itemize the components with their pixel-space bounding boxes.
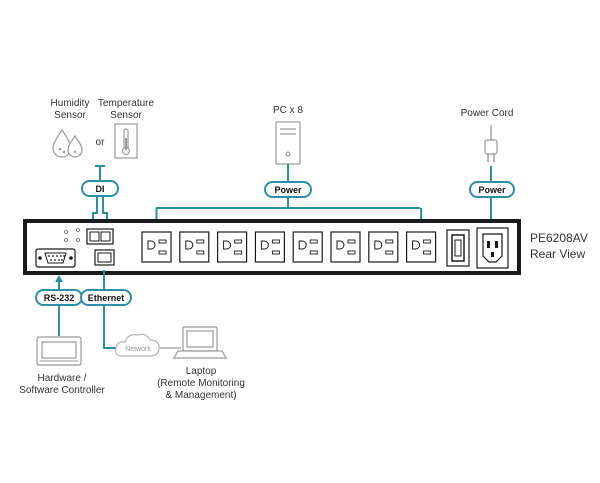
rs232-arrow <box>55 275 63 282</box>
temperature-sensor-label-line1: Temperature <box>98 98 155 109</box>
humidity-drops-icon <box>52 128 83 158</box>
laptop-label-line1: Laptop <box>186 366 217 377</box>
di-port[interactable] <box>86 228 114 245</box>
controller-label-line1: Hardware / <box>38 373 87 384</box>
device-view-label: Rear View <box>530 247 585 261</box>
network-label: Network <box>125 346 151 353</box>
humidity-sensor-label-line1: Humidity <box>51 98 90 109</box>
ethernet-line <box>103 270 118 349</box>
ethernet-tag <box>80 289 132 306</box>
pc-label: PC x 8 <box>273 105 303 116</box>
or-label: or <box>96 137 106 148</box>
power-switch[interactable] <box>446 229 470 267</box>
ethernet-tag-label: Ethernet <box>88 293 125 303</box>
outlet-5[interactable] <box>292 231 323 263</box>
network-cloud-icon <box>115 333 160 357</box>
outlet-6[interactable] <box>330 231 361 263</box>
temperature-sensor-label-line2: Sensor <box>110 110 142 121</box>
outlet-8[interactable] <box>406 231 437 263</box>
outlet-1[interactable] <box>141 231 172 263</box>
power-outlets-tag-label: Power <box>274 185 302 195</box>
power-input-tag <box>469 181 515 198</box>
laptop-label-line2: (Remote Monitoring <box>157 378 245 389</box>
controller-monitor-icon <box>36 336 82 366</box>
outlet-7[interactable] <box>368 231 399 263</box>
controller-label-line2: Software Controller <box>19 385 105 396</box>
di-tag <box>81 180 119 197</box>
rs232-port[interactable] <box>35 248 76 268</box>
laptop-label-line3: & Management) <box>165 390 236 401</box>
rs232-tag-label: RS-232 <box>44 293 75 303</box>
outlet-group <box>141 231 437 263</box>
indicator-dots <box>64 228 80 242</box>
device-model-label: PE6208AV <box>530 231 588 245</box>
di-tag-label: DI <box>96 184 105 194</box>
pc-tower-icon <box>275 121 301 165</box>
power-input-tag-label: Power <box>478 185 506 195</box>
outlet-4[interactable] <box>254 231 285 263</box>
power-plug-icon <box>484 125 498 162</box>
laptop-icon <box>172 326 228 359</box>
outlet-2[interactable] <box>179 231 210 263</box>
outlet-3[interactable] <box>217 231 248 263</box>
humidity-sensor-label-line2: Sensor <box>54 110 86 121</box>
power-outlets-tag <box>264 181 312 198</box>
power-cord-label: Power Cord <box>461 108 514 119</box>
thermometer-icon <box>114 123 138 159</box>
power-inlet[interactable] <box>476 227 509 269</box>
ethernet-port[interactable] <box>94 249 115 266</box>
